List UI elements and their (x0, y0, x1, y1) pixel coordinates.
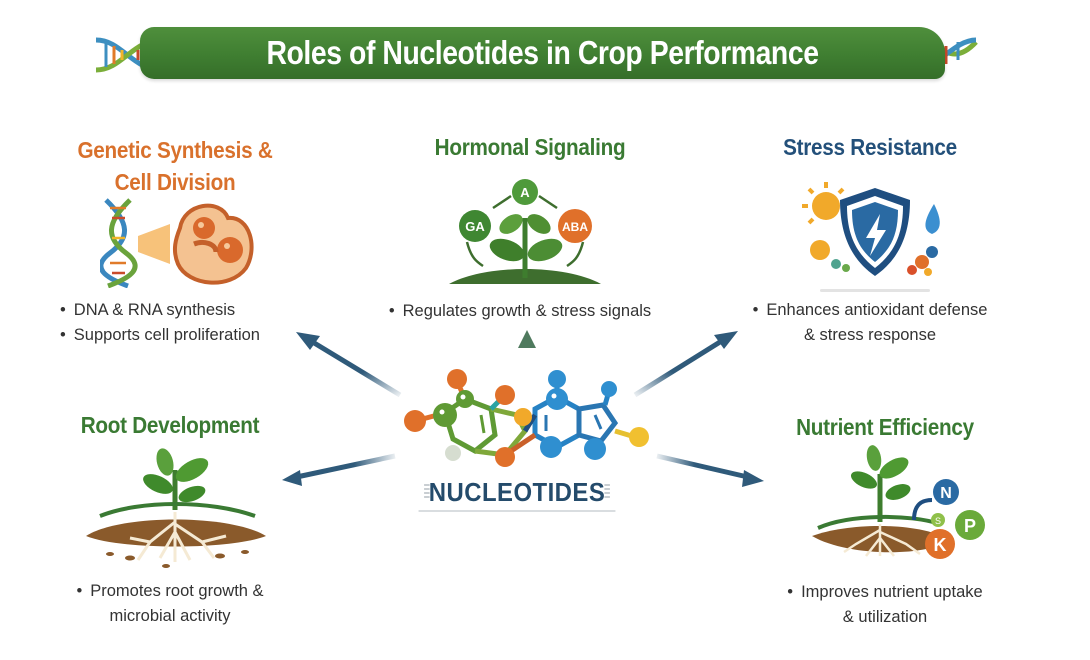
page-title: Roles of Nucleotides in Crop Performance (266, 34, 819, 71)
stress-bullet-1-cont: & stress response (803, 326, 937, 344)
svg-text:S: S (935, 516, 941, 526)
genetic-bullets: •DNA & RNA synthesis •Supports cell prol… (60, 298, 280, 348)
plant-hormone-cycle-icon: A GA ABA (449, 179, 601, 284)
nutrient-bullet-1: •Improves nutrient uptake (787, 583, 983, 601)
stress-bullets: •Enhances antioxidant defense & stress r… (730, 298, 1010, 348)
genetic-heading-line1: Genetic Synthesis & (77, 137, 273, 163)
arrow-head-nutrient (742, 470, 764, 487)
hormonal-heading: Hormonal Signaling (434, 134, 626, 160)
root-heading: Root Development (80, 412, 260, 438)
root-bullets: •Promotes root growth & microbial activi… (40, 579, 300, 629)
hormonal-bullets: •Regulates growth & stress signals (370, 299, 670, 324)
arrow-to-nutrient (656, 453, 753, 481)
shield-lightning-icon (802, 182, 940, 276)
genetic-heading: Genetic Synthesis & Cell Division (54, 134, 297, 198)
genetic-bullet-2: •Supports cell proliferation (60, 326, 260, 344)
svg-text:K: K (934, 535, 947, 555)
arrow-to-root (291, 453, 396, 481)
arrow-head-genetic (296, 332, 320, 350)
nutrient-heading: Nutrient Efficiency (796, 414, 974, 440)
arrow-head-hormonal (518, 330, 536, 348)
arrow-to-stress (633, 334, 730, 398)
plant-roots-icon (86, 448, 266, 568)
nutrient-bullet-1-cont: & utilization (842, 608, 928, 626)
center-label: NUCLEOTIDES (418, 474, 616, 512)
root-bullet-1-cont: microbial activity (109, 607, 231, 625)
root-bullet-1: •Promotes root growth & (76, 582, 264, 600)
stress-heading: Stress Resistance (783, 134, 957, 160)
plant-npk-icon: N S P K (812, 445, 985, 559)
sun-icon (802, 182, 845, 225)
nutrient-bullets: •Improves nutrient uptake & utilization (760, 580, 1010, 630)
molecule-icon (404, 369, 649, 467)
title-banner (140, 27, 945, 79)
svg-text:P: P (964, 516, 976, 536)
stress-shadow (820, 289, 930, 292)
arrow-head-root (282, 470, 302, 486)
svg-text:N: N (940, 485, 952, 502)
hormonal-bullet-1: •Regulates growth & stress signals (388, 302, 652, 320)
stress-bullet-1: •Enhances antioxidant defense (752, 301, 988, 319)
genetic-bullet-1: •DNA & RNA synthesis (60, 301, 236, 319)
svg-text:A: A (520, 185, 530, 200)
genetic-heading-line2: Cell Division (114, 169, 236, 195)
dna-and-cell-icon (100, 198, 254, 288)
svg-text:ABA: ABA (562, 220, 588, 234)
svg-text:GA: GA (465, 219, 485, 234)
hormone-badge-a (512, 179, 538, 205)
arrow-to-genetic (304, 335, 402, 398)
arrow-head-stress (714, 331, 738, 349)
